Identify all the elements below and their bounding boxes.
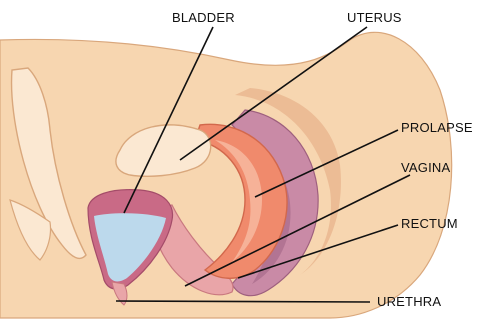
leader-urethra <box>116 301 370 302</box>
vagina-label: VAGINA <box>401 160 450 175</box>
prolapse-label: PROLAPSE <box>401 120 473 135</box>
rectum-label: RECTUM <box>401 216 458 231</box>
bladder-label: BLADDER <box>172 10 235 25</box>
urethra-label: URETHRA <box>377 294 441 309</box>
uterus-label: UTERUS <box>347 10 402 25</box>
